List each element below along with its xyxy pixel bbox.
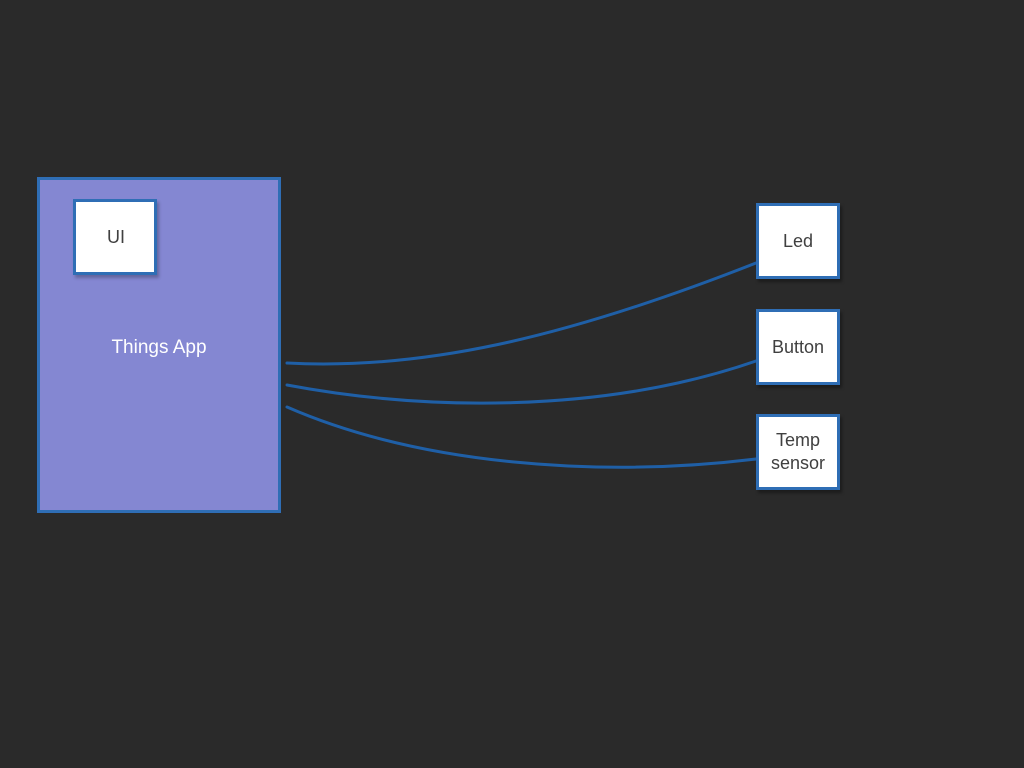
led-box: Led — [756, 203, 840, 279]
temp-sensor-label: Temp sensor — [770, 430, 826, 473]
wire-button — [285, 359, 758, 405]
things-app-box: UI Things App — [37, 177, 281, 513]
button-label: Button — [771, 336, 825, 357]
temp-sensor-box: Temp sensor — [756, 414, 840, 490]
wire-temp-sensor — [285, 405, 758, 469]
ui-box: UI — [73, 199, 157, 275]
wire-led — [285, 261, 758, 366]
ui-label: UI — [107, 226, 125, 247]
led-label: Led — [782, 230, 814, 251]
button-box: Button — [756, 309, 840, 385]
things-app-label: Things App — [111, 337, 207, 358]
